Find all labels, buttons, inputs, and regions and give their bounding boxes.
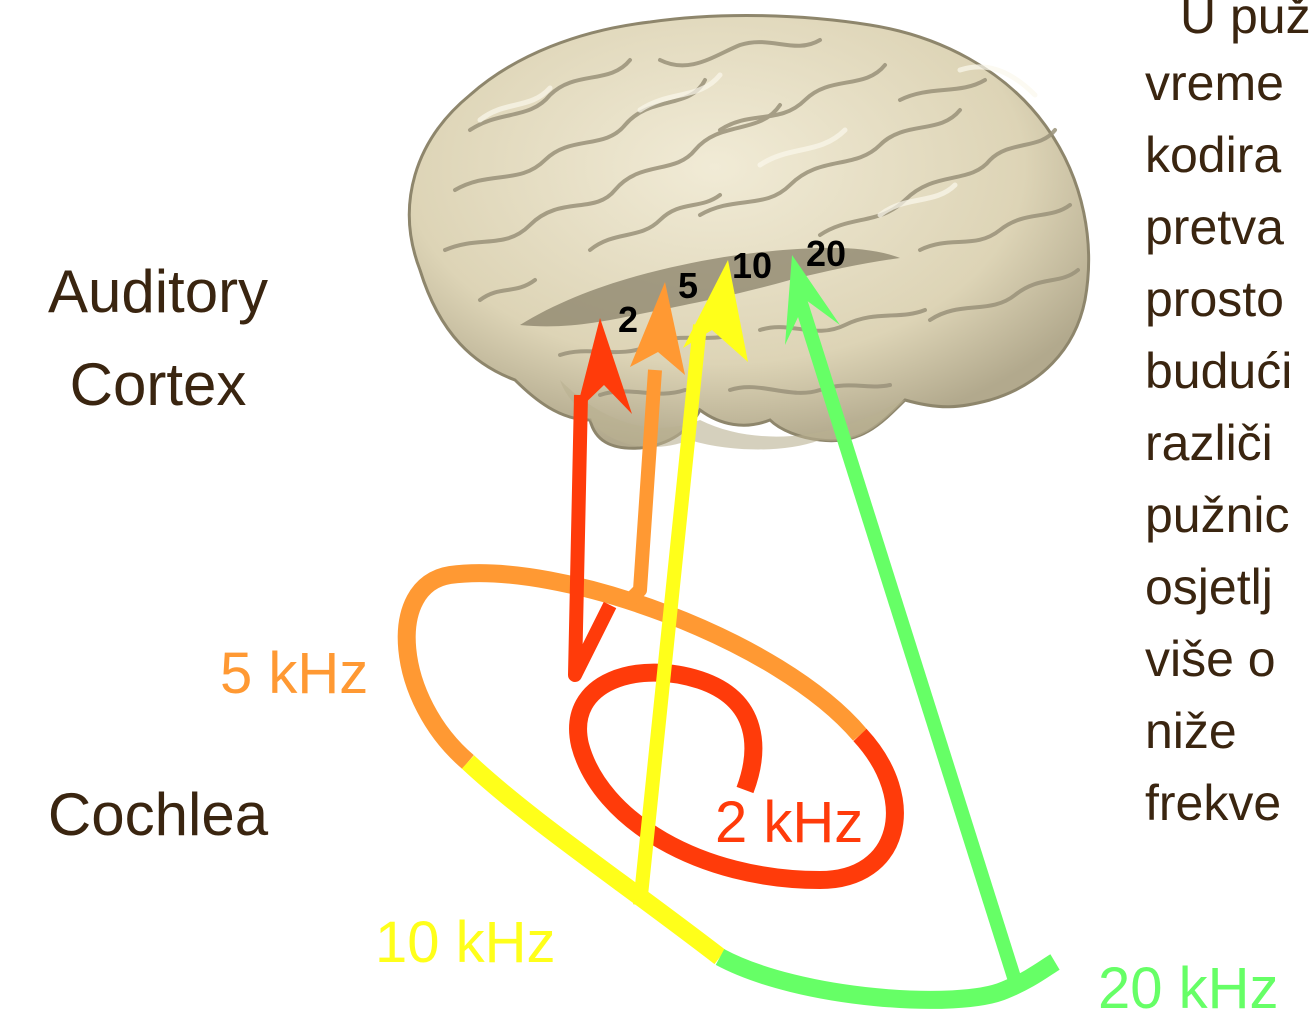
freq-label-10khz: 10 kHz bbox=[375, 910, 556, 975]
freq-label-20khz: 20 kHz bbox=[1098, 956, 1279, 1020]
paragraph-line: U puž bbox=[1180, 0, 1311, 44]
paragraph-line: različi bbox=[1145, 415, 1273, 471]
paragraph-line: budući bbox=[1145, 343, 1292, 399]
freq-label-2khz: 2 kHz bbox=[715, 790, 863, 855]
freq-label-5khz: 5 kHz bbox=[220, 641, 368, 706]
paragraph-line: više o bbox=[1145, 631, 1276, 687]
paragraph-line: pretva bbox=[1145, 199, 1284, 255]
paragraph-line: frekve bbox=[1145, 775, 1281, 831]
description-text: U puž vreme kodira pretva prosto budući … bbox=[1145, 0, 1311, 831]
label-cochlea: Cochlea bbox=[48, 781, 269, 848]
paragraph-line: prosto bbox=[1145, 271, 1284, 327]
paragraph-line: pužnic bbox=[1145, 487, 1290, 543]
cortex-number-20: 20 bbox=[806, 233, 846, 274]
label-cortex: Cortex bbox=[70, 351, 247, 418]
cortex-number-5: 5 bbox=[678, 265, 698, 306]
paragraph-line: vreme bbox=[1145, 55, 1284, 111]
paragraph-line: osjetlj bbox=[1145, 559, 1273, 615]
label-auditory: Auditory bbox=[48, 258, 268, 325]
brain-illustration bbox=[409, 16, 1088, 450]
paragraph-line: kodira bbox=[1145, 127, 1281, 183]
cortex-number-2: 2 bbox=[618, 299, 638, 340]
paragraph-line: niže bbox=[1145, 703, 1237, 759]
cortex-number-10: 10 bbox=[732, 245, 772, 286]
